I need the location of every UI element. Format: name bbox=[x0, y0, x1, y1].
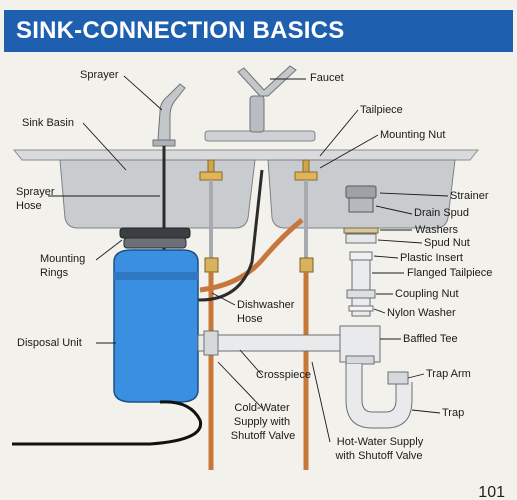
coupling-nut-part bbox=[346, 289, 376, 299]
strainer-part bbox=[345, 185, 377, 199]
cold-shutoff-valve bbox=[204, 257, 219, 273]
sink-rim bbox=[12, 149, 480, 161]
hot-shutoff-valve bbox=[299, 257, 314, 273]
drain-spud-part bbox=[348, 197, 374, 213]
label-tailpiece: Tailpiece bbox=[360, 104, 403, 116]
label-spud-nut: Spud Nut bbox=[424, 237, 470, 249]
label-dishwasher-hose-2: Hose bbox=[237, 313, 263, 325]
title-banner: SINK-CONNECTION BASICS bbox=[4, 10, 513, 52]
label-sprayer-hose-2: Hose bbox=[16, 200, 42, 212]
mounting-nut-left bbox=[199, 171, 223, 181]
trap-pipe bbox=[346, 364, 412, 428]
disposal-unit-body bbox=[113, 249, 199, 403]
label-nylon-washer: Nylon Washer bbox=[387, 307, 456, 319]
label-strainer: Strainer bbox=[450, 190, 489, 202]
sprayer-head bbox=[157, 83, 186, 141]
label-coupling-nut: Coupling Nut bbox=[395, 288, 459, 300]
label-dishwasher-hose-1: Dishwasher bbox=[237, 299, 295, 311]
label-mounting-nut: Mounting Nut bbox=[380, 129, 446, 141]
mounting-ring-2 bbox=[123, 237, 187, 249]
plastic-insert-part bbox=[349, 251, 373, 261]
crosspiece-nut-left bbox=[203, 330, 219, 356]
trap-arm-part bbox=[387, 371, 409, 385]
label-flanged-tailpiece: Flanged Tailpiece bbox=[407, 267, 493, 279]
disposal-band bbox=[114, 272, 198, 280]
nylon-washer-part bbox=[348, 305, 374, 312]
trap-outline bbox=[345, 364, 413, 429]
label-hot-water-1: Hot-Water Supply bbox=[336, 436, 424, 448]
label-cold-water-1: Cold-Water bbox=[234, 402, 290, 414]
sprayer-base bbox=[152, 139, 176, 147]
spud-nut-part bbox=[345, 233, 377, 244]
washers-part bbox=[343, 227, 379, 234]
label-hot-water-2: with Shutoff Valve bbox=[335, 450, 423, 462]
label-mounting-rings-1: Mounting bbox=[40, 253, 86, 265]
label-crosspiece: Crosspiece bbox=[256, 369, 312, 381]
mounting-ring-1 bbox=[119, 227, 191, 239]
label-sprayer-hose-1: Sprayer bbox=[16, 186, 55, 198]
label-mounting-rings-2: Rings bbox=[40, 267, 69, 279]
label-sink-basin: Sink Basin bbox=[22, 117, 74, 129]
leader-lines bbox=[48, 75, 449, 443]
label-plastic-insert: Plastic Insert bbox=[400, 252, 463, 264]
page-title: SINK-CONNECTION BASICS bbox=[16, 17, 345, 44]
faucet-lever bbox=[237, 65, 297, 97]
label-drain-spud: Drain Spud bbox=[414, 207, 470, 219]
dishwasher-hose-line bbox=[199, 218, 304, 293]
sink-basin-left bbox=[59, 159, 256, 229]
faucet-body bbox=[249, 95, 265, 133]
crosspiece-pipe bbox=[197, 334, 349, 352]
label-trap: Trap bbox=[442, 407, 465, 419]
label-disposal-unit: Disposal Unit bbox=[17, 337, 82, 349]
label-sprayer: Sprayer bbox=[80, 69, 119, 81]
label-washers: Washers bbox=[415, 224, 458, 236]
label-baffled-tee: Baffled Tee bbox=[403, 333, 458, 345]
page-number: 101 bbox=[478, 484, 505, 500]
baffled-tee-nut bbox=[345, 355, 375, 365]
label-faucet: Faucet bbox=[310, 72, 344, 84]
label-cold-water-3: Shutoff Valve bbox=[230, 430, 296, 442]
label-cold-water-2: Supply with bbox=[233, 416, 291, 428]
mounting-nut-right bbox=[294, 171, 318, 181]
label-trap-arm: Trap Arm bbox=[426, 368, 471, 380]
power-cord bbox=[12, 400, 203, 446]
flanged-tailpiece-part bbox=[351, 259, 371, 317]
